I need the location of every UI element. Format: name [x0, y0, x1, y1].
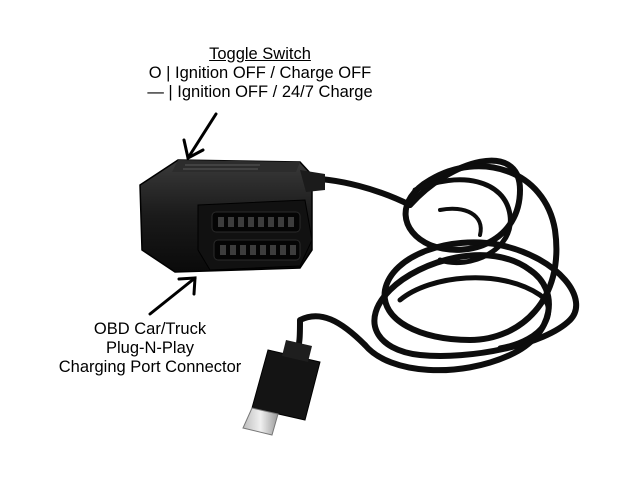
connector-pins [218, 217, 296, 255]
obd-note-line-3: Charging Port Connector [58, 358, 242, 376]
connector-arrow [148, 276, 197, 316]
toggle-switch [183, 164, 260, 170]
toggle-mode-24-7: — | Ignition OFF / 24/7 Charge [147, 83, 373, 101]
obd-note-line-2: Plug-N-Play [105, 339, 195, 357]
toggle-switch-title: Toggle Switch [209, 45, 311, 63]
toggle-mode-off: O | Ignition OFF / Charge OFF [148, 64, 372, 82]
coiled-cable [297, 157, 579, 374]
micro-usb-connector [242, 340, 321, 436]
obd-note-line-1: OBD Car/Truck [93, 320, 207, 338]
obd-connector-note: OBD Car/Truck Plug-N-Play Charging Port … [30, 320, 270, 377]
toggle-switch-note: Toggle Switch O | Ignition OFF / Charge … [100, 45, 420, 102]
obd-connector [139, 159, 325, 273]
toggle-arrow [182, 112, 218, 161]
